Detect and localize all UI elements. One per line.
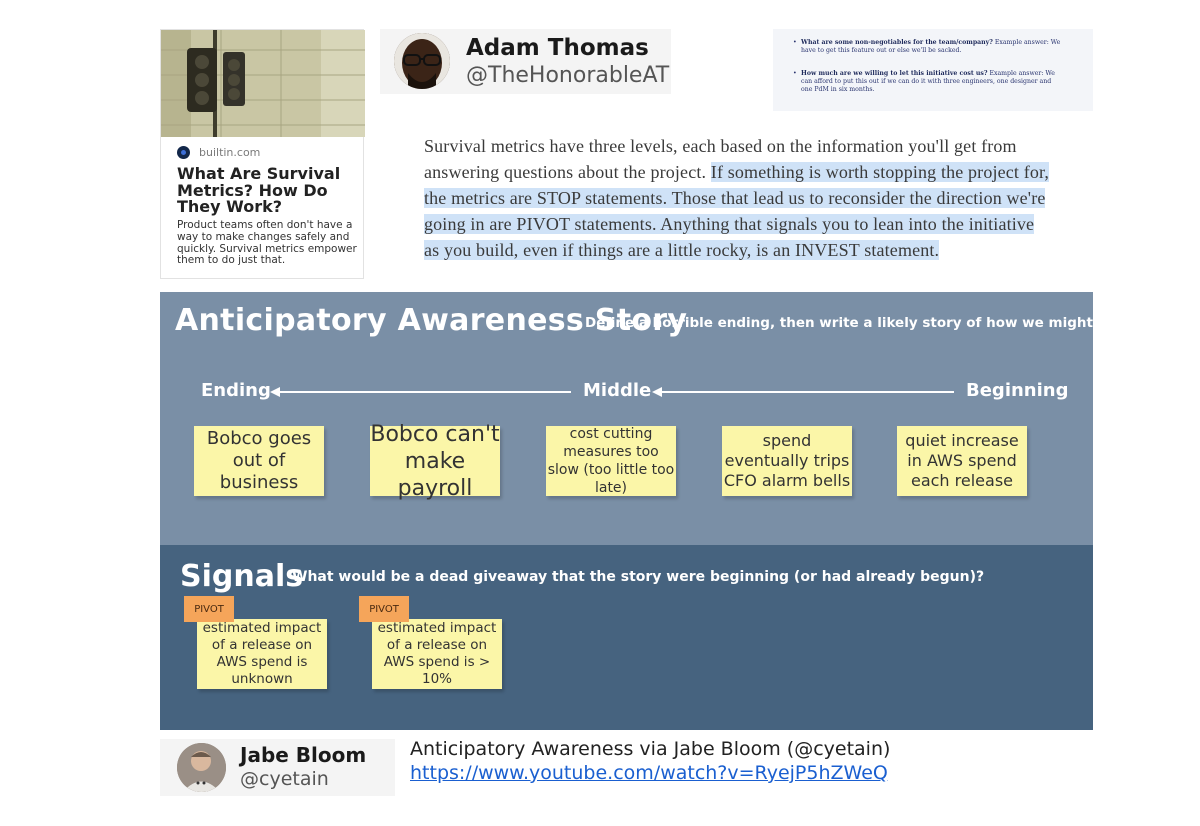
- footer-author-handle[interactable]: @cyetain: [240, 768, 329, 790]
- footer-author-name: Jabe Bloom: [240, 743, 367, 767]
- sticky-note: cost cutting measures too slow (too litt…: [546, 426, 676, 496]
- arrow-left-icon: [652, 387, 662, 397]
- sticky-note: Bobco can't make payroll: [370, 421, 500, 501]
- signal-sticky-note: estimated impact of a release on AWS spe…: [372, 619, 502, 689]
- video-link[interactable]: https://www.youtube.com/watch?v=RyejP5hZ…: [410, 762, 888, 784]
- builtin-favicon-icon: [177, 145, 190, 159]
- signal-sticky-note: estimated impact of a release on AWS spe…: [197, 619, 327, 689]
- signals-subtitle: What would be a dead giveaway that the s…: [292, 569, 985, 585]
- credit-text: Anticipatory Awareness via Jabe Bloom (@…: [410, 738, 891, 760]
- article-source: builtin.com: [177, 144, 260, 160]
- paragraph-text: Survival metrics have three levels, each…: [424, 136, 1017, 182]
- arrow-left-icon: [270, 387, 280, 397]
- survival-metrics-paragraph: Survival metrics have three levels, each…: [424, 133, 1054, 263]
- bullet-icon: •: [793, 70, 797, 77]
- footer-author-header: Jabe Bloom @cyetain: [160, 739, 395, 796]
- questions-snippet: • What are some non-negotiables for the …: [773, 29, 1093, 111]
- article-title[interactable]: What Are Survival Metrics? How Do They W…: [177, 164, 341, 216]
- author-avatar: [394, 33, 450, 89]
- question-item: • What are some non-negotiables for the …: [793, 39, 1061, 54]
- story-panel: [160, 292, 1093, 546]
- axis-label-middle: Middle: [583, 380, 652, 401]
- tweet-author-header: Adam Thomas @TheHonorableAT: [380, 29, 671, 94]
- footer-author-avatar: [177, 743, 226, 792]
- arrow-line: [660, 391, 954, 393]
- axis-label-beginning: Beginning: [966, 380, 1069, 401]
- signals-title: Signals: [180, 559, 304, 594]
- sticky-note: spend eventually trips CFO alarm bells: [722, 426, 852, 496]
- sticky-note: Bobco goes out of business: [194, 426, 324, 496]
- pivot-tag: PIVOT: [184, 596, 234, 622]
- pivot-tag: PIVOT: [359, 596, 409, 622]
- arrow-line: [278, 391, 571, 393]
- author-name: Adam Thomas: [466, 35, 649, 61]
- article-thumbnail: [161, 30, 365, 137]
- question-item: • How much are we willing to let this in…: [793, 70, 1055, 93]
- article-card[interactable]: builtin.com What Are Survival Metrics? H…: [160, 29, 365, 279]
- article-description: Product teams often don't have a way to …: [177, 219, 357, 267]
- sticky-note: quiet increase in AWS spend each release: [897, 426, 1027, 496]
- axis-label-ending: Ending: [201, 380, 271, 401]
- bullet-icon: •: [793, 39, 797, 46]
- diagram-subtitle: Define a horrible ending, then write a l…: [585, 315, 1174, 331]
- article-source-label: builtin.com: [199, 145, 261, 159]
- diagram-title: Anticipatory Awareness Story: [175, 303, 688, 338]
- author-handle[interactable]: @TheHonorableAT: [466, 63, 670, 88]
